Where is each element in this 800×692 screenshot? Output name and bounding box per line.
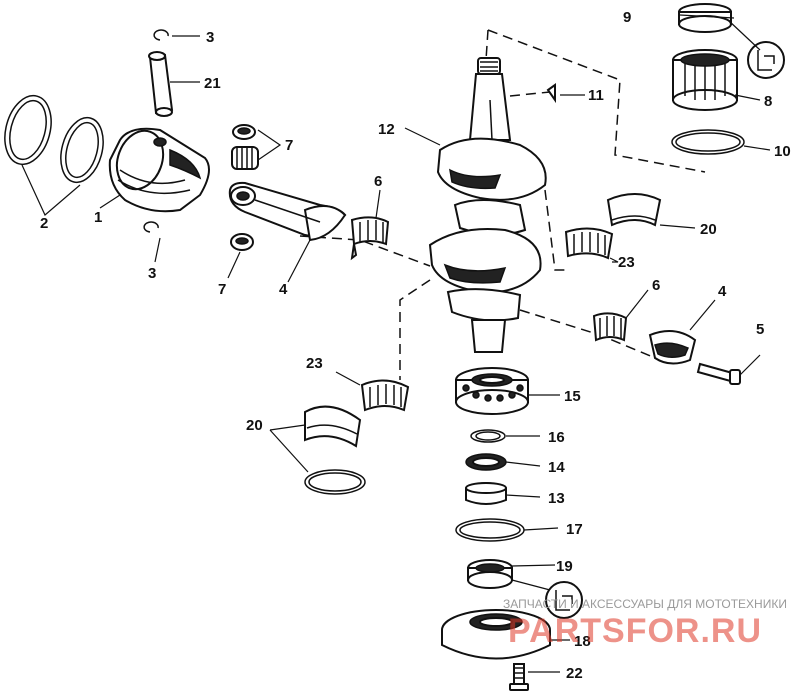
callout-2: 2: [40, 215, 48, 232]
callout-20b: 20: [246, 417, 263, 434]
callout-13: 13: [548, 490, 565, 507]
lubricant-symbol-bottom: [545, 581, 583, 619]
piston: [108, 127, 210, 213]
right-rod-cap-assembly: [592, 312, 741, 385]
callout-1: 1: [94, 209, 102, 226]
watermark-brand: PARTSFOR.RU: [508, 612, 762, 650]
callout-16: 16: [548, 429, 565, 446]
needle-bearing-and-washers: [230, 124, 259, 251]
callout-10: 10: [774, 143, 791, 160]
callout-18: 18: [574, 633, 591, 650]
piston-rings: [4, 94, 104, 184]
connecting-rod: [228, 181, 347, 242]
callout-4b: 4: [718, 283, 727, 300]
woodruff-key: [546, 83, 556, 104]
watermark-tagline: ЗАПЧАСТИ И АКСЕССУАРЫ ДЛЯ МОТОТЕХНИКИ: [503, 597, 787, 611]
wrist-pin: [148, 51, 174, 117]
callout-22: 22: [566, 665, 583, 682]
callout-9: 9: [623, 9, 631, 26]
callout-14: 14: [548, 459, 565, 476]
bottom-bearing-stack: [441, 367, 551, 691]
callout-23b: 23: [306, 355, 323, 372]
crankshaft: [428, 57, 547, 353]
callout-labels: 2 1 3 3 21 7 7 4 6 12 11 9 8 10 20 23 6 …: [40, 9, 791, 682]
callout-5: 5: [756, 321, 764, 338]
callout-4a: 4: [279, 281, 288, 298]
leader-lines: [21, 14, 771, 673]
callout-21: 21: [204, 75, 221, 92]
callout-17: 17: [566, 521, 583, 538]
callout-12: 12: [378, 121, 395, 138]
bearing-cage-left: [350, 216, 390, 261]
lubricant-symbol-top: [747, 41, 785, 79]
callout-8: 8: [764, 93, 772, 110]
callout-7b: 7: [218, 281, 226, 298]
callout-23a: 23: [618, 254, 635, 271]
callout-3a: 3: [206, 29, 214, 46]
callout-19: 19: [556, 558, 573, 575]
callout-7a: 7: [285, 137, 293, 154]
circlips: [143, 29, 169, 233]
callout-15: 15: [564, 388, 581, 405]
bearing-halves-left: [304, 379, 410, 495]
callout-6a: 6: [374, 173, 382, 190]
callout-6b: 6: [652, 277, 660, 294]
callout-20a: 20: [700, 221, 717, 238]
watermark: ЗАПЧАСТИ И АКСЕССУАРЫ ДЛЯ МОТОТЕХНИКИ PA…: [503, 597, 787, 650]
callout-11: 11: [588, 87, 604, 104]
top-bearing-stack: [671, 3, 745, 155]
callout-3b: 3: [148, 265, 156, 282]
bearing-halves-right: [564, 193, 662, 260]
